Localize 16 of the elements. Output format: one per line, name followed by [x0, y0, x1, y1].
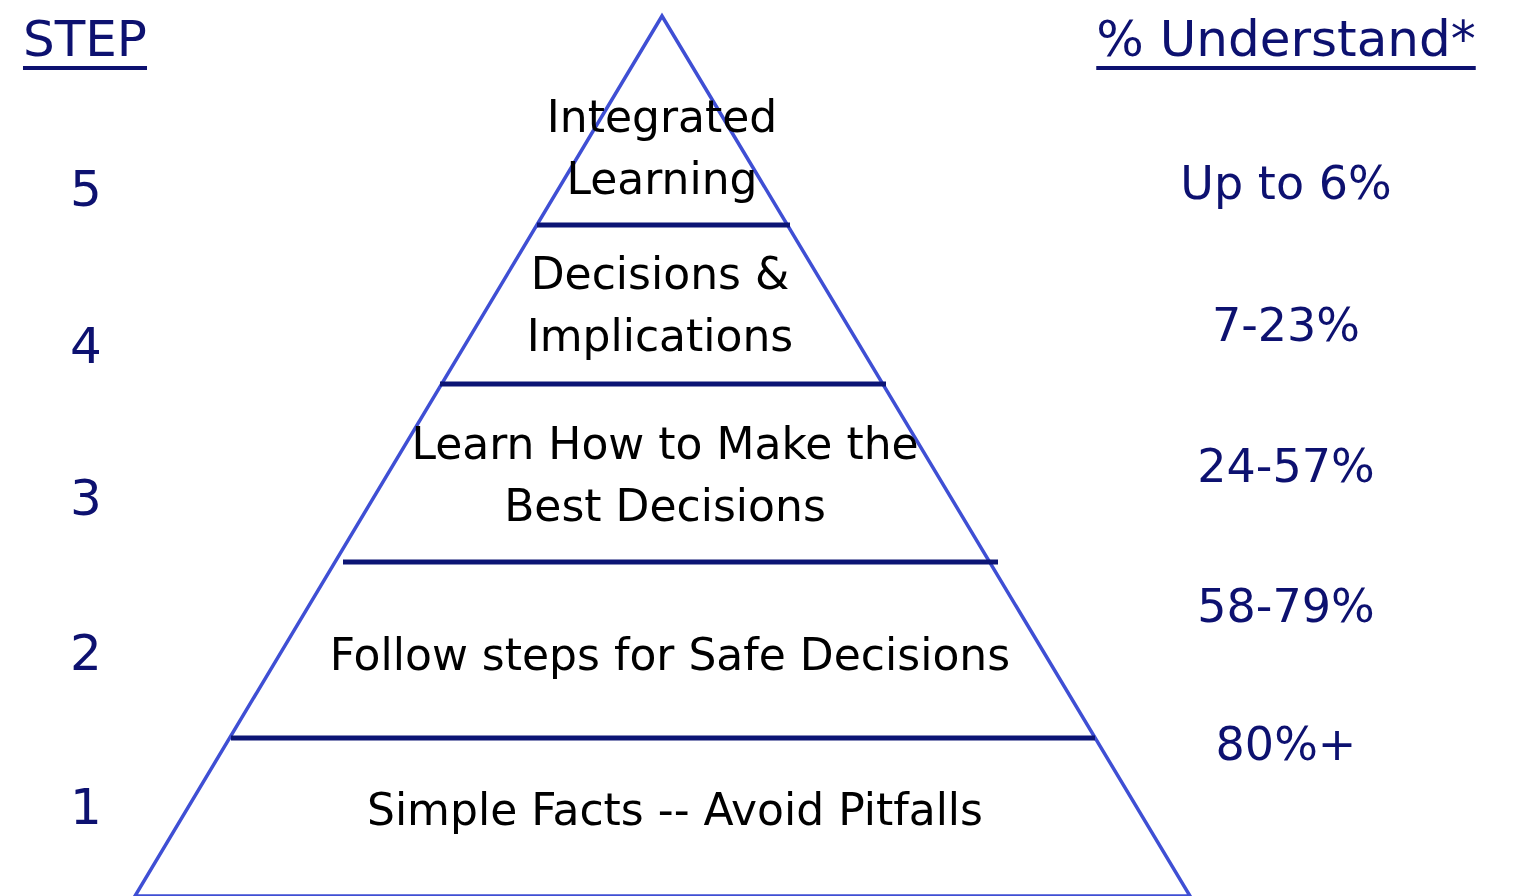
- pyramid-tier-label: Decisions & Implications: [470, 243, 850, 367]
- percentage-value: 58-79%: [1197, 578, 1375, 635]
- step-number: 4: [70, 316, 102, 377]
- column-heading: STEP: [23, 9, 147, 70]
- step-number: 2: [70, 623, 102, 684]
- percentage-value: Up to 6%: [1180, 155, 1392, 212]
- step-number: 5: [70, 159, 102, 220]
- percentage-value: 7-23%: [1211, 297, 1361, 354]
- column-heading: % Understand*: [1096, 9, 1476, 70]
- pyramid-tier-label: Learn How to Make the Best Decisions: [380, 413, 950, 537]
- percentage-value: 24-57%: [1197, 438, 1375, 495]
- pyramid-tier-label: Simple Facts -- Avoid Pitfalls: [366, 779, 983, 841]
- step-number: 3: [70, 468, 102, 529]
- percentage-value: 80%+: [1215, 716, 1357, 773]
- step-number: 1: [70, 777, 102, 838]
- pyramid-tier-label: Follow steps for Safe Decisions: [329, 624, 1011, 686]
